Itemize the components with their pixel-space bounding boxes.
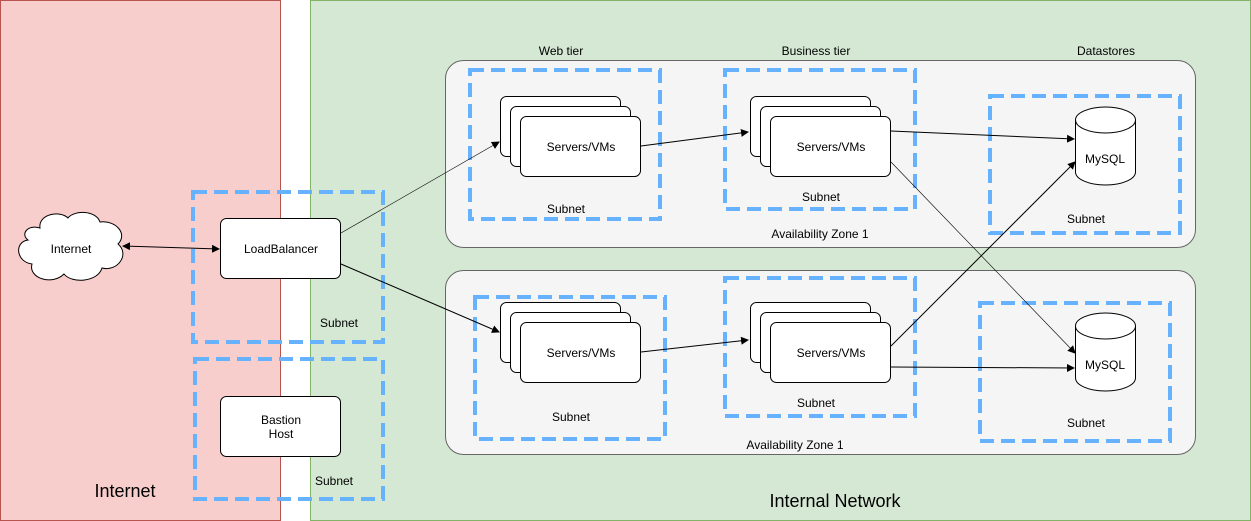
mysql-top-label: MySQL — [1085, 152, 1125, 166]
datastores-label: Datastores — [1077, 44, 1135, 58]
edge-web-bottom-biz-bottom — [640, 336, 749, 353]
servers-biz-top-stack[interactable] — [750, 96, 891, 177]
edge-biz-top-mysql-top — [890, 130, 1075, 143]
servers-web-top-stack[interactable] — [500, 96, 641, 177]
mysql-top-database-icon[interactable] — [1075, 106, 1136, 186]
subnet-web-bottom — [473, 295, 667, 441]
edge-internet-loadbalancer — [122, 242, 220, 253]
subnet-label-web-top: Subnet — [547, 202, 586, 216]
subnet-label-lb: Subnet — [320, 316, 359, 330]
servers-biz-top-label: Servers/VMs — [797, 140, 866, 154]
loadbalancer-label: LoadBalancer — [244, 242, 318, 256]
edge-biz-bottom-mysql-top — [890, 161, 1076, 347]
servers-web-bottom-label: Servers/VMs — [547, 346, 616, 360]
edge-biz-bottom-mysql-bottom — [890, 363, 1075, 372]
edge-lb-web-bottom — [340, 263, 500, 333]
subnet-label-biz-bottom: Subnet — [797, 396, 836, 410]
business-tier-label: Business tier — [782, 44, 851, 58]
az-bottom-label: Availability Zone 1 — [746, 438, 843, 452]
internet-zone-label: Internet — [94, 481, 155, 501]
subnet-web-top — [468, 68, 662, 221]
mysql-bottom-label: MySQL — [1085, 358, 1125, 372]
mysql-bottom-database-icon[interactable] — [1075, 312, 1136, 392]
servers-web-top-label: Servers/VMs — [547, 140, 616, 154]
internet-cloud-icon — [18, 212, 124, 281]
subnet-loadbalancer — [191, 190, 385, 344]
subnet-label-bastion: Subnet — [315, 474, 354, 488]
subnet-label-data-top: Subnet — [1067, 212, 1106, 226]
servers-web-bottom-stack[interactable] — [500, 302, 641, 383]
bastion-label-line1: Bastion — [261, 413, 301, 427]
internet-cloud-label: Internet — [51, 242, 92, 256]
subnet-data-top — [988, 94, 1182, 235]
web-tier-label: Web tier — [539, 44, 583, 58]
subnet-label-web-bottom: Subnet — [552, 410, 591, 424]
servers-biz-bottom-stack[interactable] — [750, 302, 891, 383]
edge-biz-top-mysql-bottom — [890, 161, 1076, 354]
subnet-biz-top — [723, 68, 917, 211]
subnet-label-biz-top: Subnet — [802, 190, 841, 204]
az-top-label: Availability Zone 1 — [771, 227, 868, 241]
edge-web-top-biz-top — [640, 128, 749, 147]
subnet-data-bottom — [978, 301, 1172, 443]
loadbalancer-node[interactable] — [220, 218, 341, 279]
bastion-label-line2: Host — [269, 427, 294, 441]
internal-network-label: Internal Network — [769, 491, 901, 511]
subnet-label-data-bottom: Subnet — [1067, 416, 1106, 430]
servers-biz-bottom-label: Servers/VMs — [797, 346, 866, 360]
edge-lb-web-top — [340, 141, 500, 234]
bastion-host-node[interactable] — [220, 396, 341, 457]
subnet-bastion — [193, 357, 385, 501]
subnet-biz-bottom — [723, 276, 917, 418]
